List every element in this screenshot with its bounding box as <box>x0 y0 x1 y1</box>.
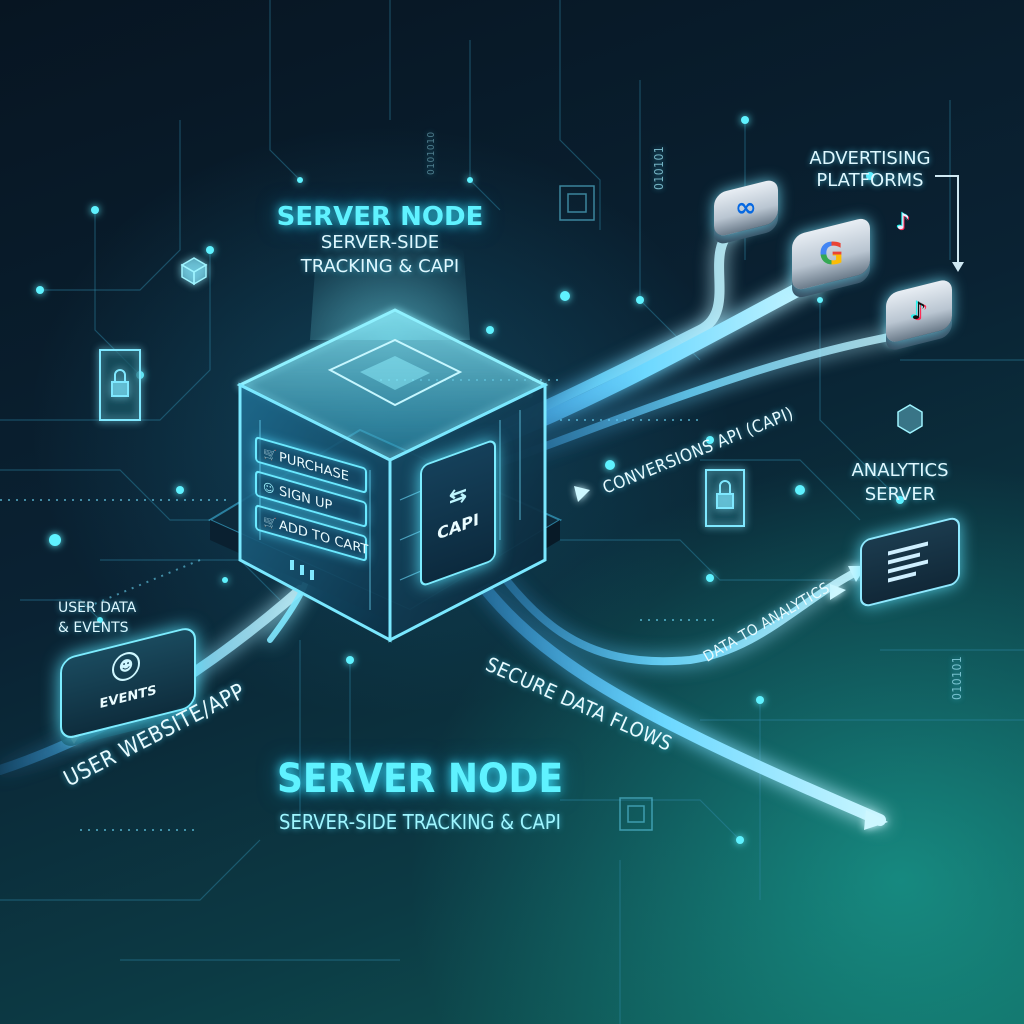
analytics-label-1: ANALYTICS <box>851 460 949 481</box>
binary-text-bottom: 010101 <box>950 655 964 700</box>
analytics-label-2: SERVER <box>864 484 936 505</box>
google-icon: G <box>818 236 844 272</box>
binary-text-top: 010101 <box>652 145 666 190</box>
cart-icon: 🛒 <box>263 446 277 464</box>
tiktok-icon-small: ♪ <box>896 210 911 235</box>
user-icon: ☻ <box>112 649 140 684</box>
server-lines-icon <box>888 541 932 583</box>
title-top-sub2: TRACKING & CAPI <box>300 256 460 277</box>
meta-icon: ∞ <box>735 193 757 224</box>
advertising-label-1: ADVERTISING <box>809 148 931 169</box>
user-icon: ☺ <box>263 480 275 497</box>
user-data-label-1: USER DATA <box>58 600 137 616</box>
advertising-label-2: PLATFORMS <box>816 170 924 191</box>
small-cube-icon <box>180 257 208 286</box>
hex-node-icon <box>897 404 923 434</box>
tiktok-icon: ♪ <box>911 297 927 326</box>
title-top-sub1: SERVER-SIDE <box>320 232 440 253</box>
user-data-label-2: & EVENTS <box>58 620 129 636</box>
chip-icon-bottom <box>619 797 653 831</box>
padlock-icon-right <box>705 469 745 527</box>
title-bottom-main: SERVER NODE <box>276 756 564 802</box>
title-top-main: SERVER NODE <box>276 202 484 232</box>
cart-icon: 🛒 <box>263 514 277 532</box>
chip-icon-top <box>559 185 595 221</box>
title-bottom-sub: SERVER-SIDE TRACKING & CAPI <box>279 810 561 834</box>
padlock-icon <box>99 349 141 421</box>
binary-text-mid: 0101010 <box>426 131 437 175</box>
